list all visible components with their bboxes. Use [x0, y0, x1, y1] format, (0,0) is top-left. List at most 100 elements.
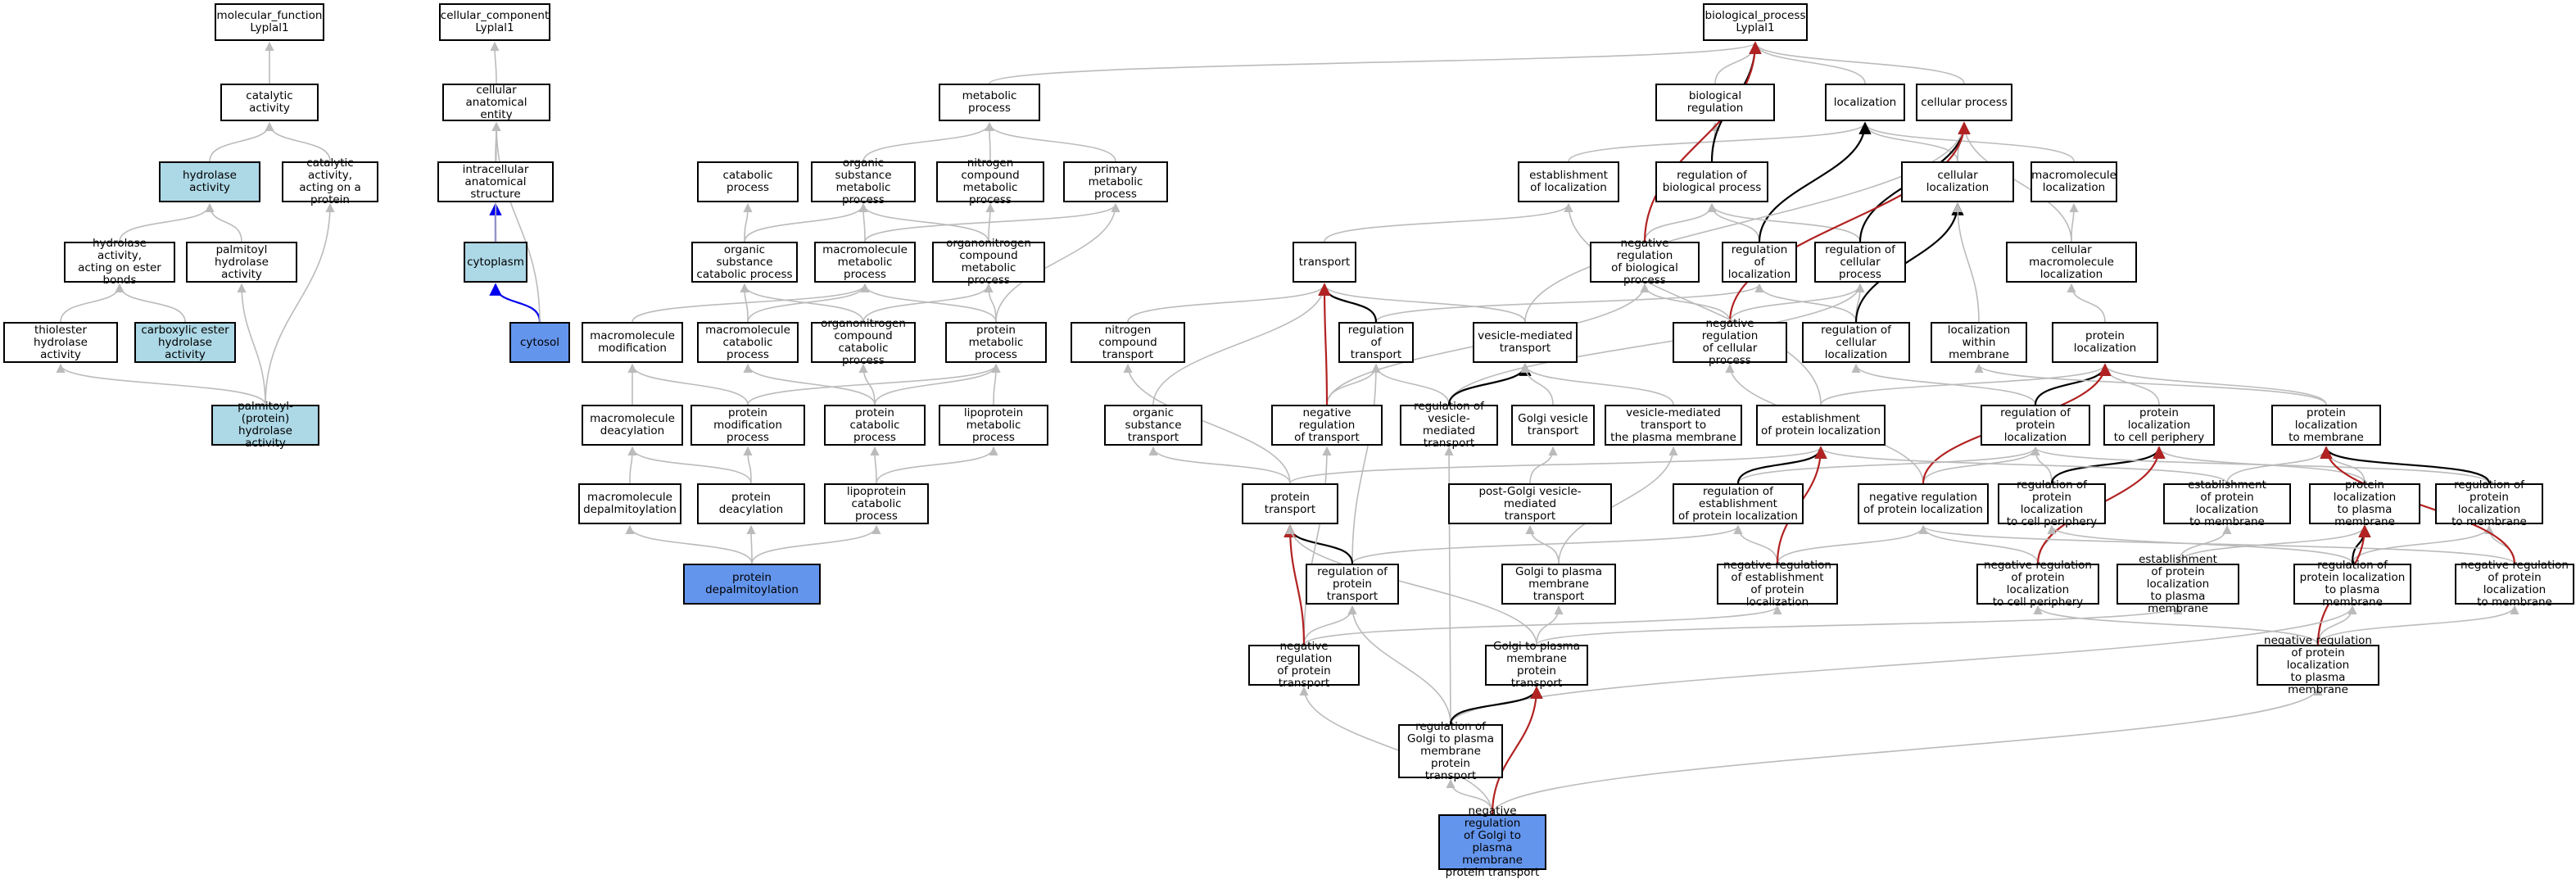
edge-negatively-regulates-neg-reg-prot-loc-mem-to-prot-loc-membrane [2320, 446, 2516, 564]
edge-is-a-neg-reg-prot-transport-to-neg-reg-estab-prot-loc [1303, 605, 1782, 646]
go-node-neg-reg-prot-loc-pm[interactable]: negative regulation of protein localizat… [2257, 634, 2379, 695]
go-node-cytosol[interactable]: cytosol [509, 322, 570, 363]
go-node-macro-met[interactable]: macromolecule metabolic process [814, 242, 916, 283]
go-node-neg-reg-prot-loc-periph[interactable]: negative regulation of protein localizat… [1976, 560, 2099, 609]
go-node-reg-cell-loc[interactable]: regulation of cellular localization [1802, 322, 1910, 363]
go-node-catalytic[interactable]: catalytic activity [220, 84, 319, 121]
go-node-lipoprotein-met[interactable]: lipoprotein metabolic process [939, 405, 1048, 446]
go-node-reg-prot-loc-mem[interactable]: regulation of protein localization to me… [2435, 479, 2543, 528]
go-node-golgi-pm-protein-transport[interactable]: Golgi to plasma membrane protein transpo… [1485, 641, 1588, 690]
go-node-localization[interactable]: localization [1825, 84, 1905, 121]
go-node-protein-transport[interactable]: protein transport [1242, 483, 1338, 524]
go-node-estab-prot-loc-pm[interactable]: establishment of protein localization to… [2116, 553, 2239, 614]
go-node-bio-reg[interactable]: biological regulation [1655, 84, 1775, 121]
go-node-org-sub-cat[interactable]: organic substance catabolic process [691, 242, 798, 283]
go-node-nitrogen-transport[interactable]: nitrogen compound transport [1071, 322, 1185, 363]
go-node-protein-depalm[interactable]: protein depalmitoylation [683, 564, 821, 605]
go-node-cc-root[interactable]: cellular_component Lyplal1 [439, 3, 550, 41]
go-node-vesicle-transport[interactable]: vesicle-mediated transport [1473, 322, 1578, 363]
go-node-golgi-vesicle[interactable]: Golgi vesicle transport [1511, 405, 1595, 446]
go-node-org-sub-met[interactable]: organic substance metabolic process [811, 157, 916, 206]
go-node-protein-met[interactable]: protein metabolic process [945, 322, 1047, 363]
go-node-organonitrogen-met[interactable]: organonitrogen compound metabolic proces… [932, 238, 1045, 287]
go-node-thiolester[interactable]: thiolester hydrolase activity [3, 322, 118, 363]
go-node-reg-prot-loc-periph[interactable]: regulation of protein localization to ce… [1998, 479, 2106, 528]
go-node-neg-reg-golgi-pm-protein[interactable]: negative regulation of Golgi to plasma m… [1438, 805, 1546, 879]
go-node-transport[interactable]: transport [1293, 242, 1356, 283]
go-node-macro-mod[interactable]: macromolecule modification [582, 322, 683, 363]
go-node-estab-prot-loc[interactable]: establishment of protein localization [1756, 405, 1886, 446]
go-node-prot-loc-membrane[interactable]: protein localization to membrane [2271, 405, 2381, 446]
go-node-bp-root[interactable]: biological_process Lyplal1 [1703, 3, 1808, 41]
edge-is-a-protein-met-to-primary-met [995, 202, 1120, 323]
edge-is-a-golgi-pm-transport-to-vesicle-pm [1558, 446, 1678, 564]
go-node-macro-loc[interactable]: macromolecule localization [2030, 161, 2117, 202]
go-node-vesicle-pm[interactable]: vesicle-mediated transport to the plasma… [1605, 405, 1742, 446]
go-node-reg-vesicle[interactable]: regulation of vesicle-mediated transport [1400, 401, 1498, 450]
edge-is-a-org-sub-cat-to-catabolic [743, 202, 753, 242]
go-node-loc-membrane[interactable]: localization within membrane [1931, 322, 2027, 363]
go-node-golgi-pm-transport[interactable]: Golgi to plasma membrane transport [1501, 564, 1616, 605]
go-node-reg-prot-loc[interactable]: regulation of protein localization [1981, 405, 2090, 446]
go-node-protein-mod[interactable]: protein modification process [690, 405, 805, 446]
go-node-reg-bio-proc[interactable]: regulation of biological process [1655, 161, 1768, 202]
go-node-reg-prot-loc-pm[interactable]: regulation of protein localization to pl… [2293, 560, 2411, 609]
edge-is-a-neg-reg-prot-loc-mem-to-neg-reg-prot-loc [1918, 524, 2515, 564]
go-node-estab-loc[interactable]: establishment of localization [1518, 161, 1619, 202]
edge-is-a-lipoprotein-cat-to-lipoprotein-met [876, 446, 998, 484]
go-node-palmitoyl-hydrolase[interactable]: palmitoyl hydrolase activity [186, 242, 297, 283]
edge-regulates-reg-golgi-pm-protein-to-golgi-pm-protein-transport [1449, 686, 1543, 725]
go-node-neg-reg-bio[interactable]: negative regulation of biological proces… [1590, 238, 1700, 287]
go-node-primary-met[interactable]: primary metabolic process [1063, 161, 1168, 202]
go-node-reg-cell-proc[interactable]: regulation of cellular process [1814, 242, 1906, 283]
go-node-neg-reg-cell[interactable]: negative regulation of cellular process [1673, 318, 1787, 367]
go-node-metabolic[interactable]: metabolic process [939, 84, 1040, 121]
go-node-cell-macro-loc[interactable]: cellular macromolecule localization [2006, 242, 2137, 283]
go-node-neg-reg-prot-loc[interactable]: negative regulation of protein localizat… [1858, 483, 1989, 524]
go-node-post-golgi[interactable]: post-Golgi vesicle-mediated transport [1448, 483, 1612, 524]
go-node-prot-loc-periph[interactable]: protein localization to cell periphery [2103, 405, 2215, 446]
edge-is-a-neg-reg-transport-to-reg-transport [1326, 363, 1381, 406]
edge-regulates-reg-prot-transport-to-protein-transport [1283, 524, 1354, 564]
go-node-macro-depalm[interactable]: macromolecule depalmitoylation [578, 483, 681, 524]
go-node-protein-deacyl[interactable]: protein deacylation [697, 483, 805, 524]
go-node-org-sub-transport[interactable]: organic substance transport [1104, 405, 1202, 446]
edge-is-a-cell-anat-to-cc-root [490, 41, 500, 84]
edge-is-a-transport-to-estab-loc [1324, 202, 1573, 242]
go-node-lipoprotein-cat[interactable]: lipoprotein catabolic process [824, 483, 929, 524]
go-node-reg-transport[interactable]: regulation of transport [1338, 322, 1414, 363]
go-node-mf-root[interactable]: molecular_function Lyplal1 [215, 3, 324, 41]
go-node-prot-loc-pm[interactable]: protein localization to plasma membrane [2309, 479, 2420, 528]
go-node-hydrolase-ester[interactable]: hydrolase activity, acting on ester bond… [64, 238, 175, 287]
go-node-nitrogen-met[interactable]: nitrogen compound metabolic process [936, 157, 1044, 206]
go-node-reg-estab-prot-loc[interactable]: regulation of establishment of protein l… [1673, 483, 1804, 524]
go-node-macro-deacyl[interactable]: macromolecule deacylation [582, 405, 683, 446]
go-node-cell-anat[interactable]: cellular anatomical entity [442, 84, 550, 121]
go-node-neg-reg-prot-transport[interactable]: negative regulation of protein transport [1248, 641, 1360, 690]
edge-is-a-reg-golgi-pm-protein-to-reg-prot-transport [1347, 605, 1451, 725]
go-node-cell-loc[interactable]: cellular localization [1901, 161, 2014, 202]
go-node-intracell[interactable]: intracellular anatomical structure [437, 161, 554, 202]
edge-negatively-regulates-neg-reg-bio-to-bp-root [1643, 41, 1762, 242]
go-node-neg-reg-estab-prot-loc[interactable]: negative regulation of establishment of … [1717, 560, 1838, 609]
edge-is-a-cat-protein-to-catalytic [265, 121, 331, 162]
go-node-cell-proc[interactable]: cellular process [1916, 84, 2012, 121]
go-node-estab-prot-loc-mem[interactable]: establishment of protein localization to… [2163, 479, 2291, 528]
go-node-catabolic[interactable]: catabolic process [697, 161, 799, 202]
go-node-reg-prot-transport[interactable]: regulation of protein transport [1306, 564, 1399, 605]
go-node-organonitrogen-cat[interactable]: organonitrogen compound catabolic proces… [811, 318, 916, 367]
go-node-reg-golgi-pm-protein[interactable]: regulation of Golgi to plasma membrane p… [1398, 720, 1503, 782]
go-node-reg-loc[interactable]: regulation of localization [1722, 242, 1797, 283]
go-node-macro-cat[interactable]: macromolecule catabolic process [697, 322, 799, 363]
go-node-cytoplasm[interactable]: cytoplasm [464, 242, 527, 283]
go-node-protein-loc[interactable]: protein localization [2052, 322, 2158, 363]
go-node-protein-cat[interactable]: protein catabolic process [824, 405, 926, 446]
go-node-carboxylic[interactable]: carboxylic ester hydrolase activity [134, 322, 236, 363]
edge-is-a-reg-prot-transport-to-reg-transport [1351, 363, 1381, 564]
go-node-cat-protein[interactable]: catalytic activity, acting on a protein [282, 157, 378, 206]
go-node-palmitoyl-protein[interactable]: palmitoyl-(protein) hydrolase activity [211, 401, 319, 450]
edge-negatively-regulates-neg-reg-transport-to-transport [1318, 283, 1331, 406]
go-node-neg-reg-prot-loc-mem[interactable]: negative regulation of protein localizat… [2455, 560, 2574, 609]
go-node-neg-reg-transport[interactable]: negative regulation of transport [1271, 405, 1383, 446]
go-node-hydrolase[interactable]: hydrolase activity [159, 161, 260, 202]
